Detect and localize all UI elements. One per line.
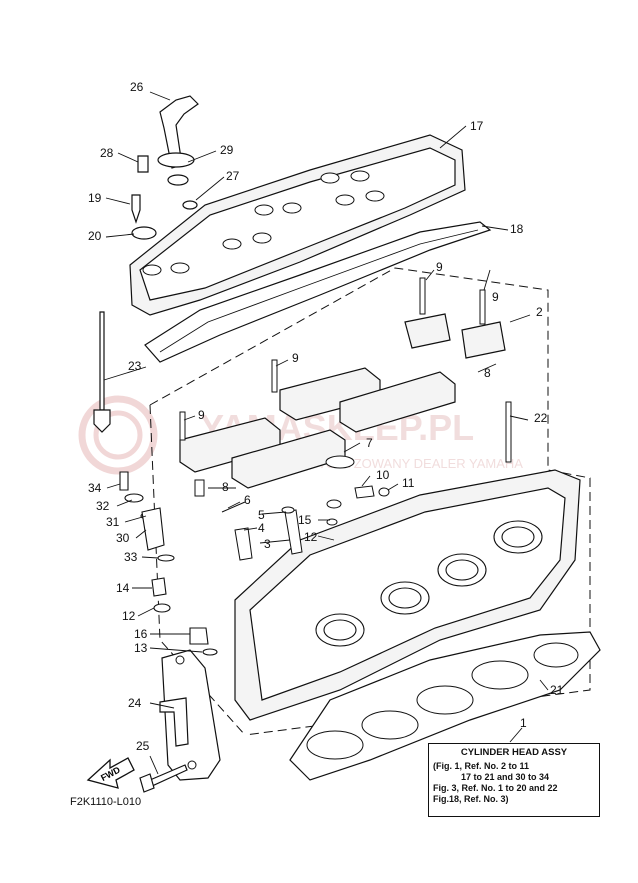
callout-27: 27 — [226, 169, 240, 183]
callout-21: 21 — [550, 683, 564, 697]
assembly-line-2: 17 to 21 and 30 to 34 — [461, 772, 550, 782]
callout-11: 11 — [402, 476, 415, 490]
callout-32: 32 — [96, 499, 110, 513]
assembly-number: 1 — [520, 716, 527, 730]
callout-8-a: 8 — [222, 480, 229, 494]
callout-33: 33 — [124, 550, 138, 564]
callout-12-b: 12 — [122, 609, 136, 623]
bracket-bolt — [139, 764, 188, 793]
assembly-title: CYLINDER HEAD ASSY — [460, 747, 568, 758]
assembly-line-1: (Fig. 1, Ref. No. 2 to 11 — [433, 761, 530, 771]
callout-numbers: 26 17 28 29 27 19 20 18 2 23 9 9 9 9 8 2… — [88, 80, 564, 753]
callout-3: 3 — [264, 537, 271, 551]
callout-24: 24 — [128, 696, 142, 710]
callout-8-b: 8 — [484, 366, 491, 380]
callout-34: 34 — [88, 481, 102, 495]
valve-components — [194, 455, 390, 561]
callout-9-c: 9 — [292, 351, 299, 365]
small-fasteners — [131, 155, 157, 240]
callout-2: 2 — [536, 305, 543, 319]
callout-26: 26 — [130, 80, 144, 94]
callout-28: 28 — [100, 146, 114, 160]
cylinder-head-block — [234, 469, 581, 721]
callout-15: 15 — [298, 513, 312, 527]
callout-19: 19 — [88, 191, 102, 205]
callout-17: 17 — [470, 119, 484, 133]
callout-4: 4 — [258, 521, 265, 535]
watermark-line2: AUTORYZOWANY DEALER YAMAHA — [300, 456, 523, 471]
callout-9-b: 9 — [492, 290, 499, 304]
callout-22: 22 — [534, 411, 548, 425]
callout-9-d: 9 — [198, 408, 205, 422]
callout-16: 16 — [134, 627, 148, 641]
assembly-line-4: Fig.18, Ref. No. 3) — [433, 794, 509, 804]
callout-20: 20 — [88, 229, 102, 243]
breather-hose — [157, 95, 199, 210]
fwd-arrow-icon: FWD — [86, 757, 135, 789]
callout-30: 30 — [116, 531, 130, 545]
callout-29: 29 — [220, 143, 234, 157]
callout-7: 7 — [366, 436, 373, 450]
callout-14: 14 — [116, 581, 130, 595]
head-gasket — [289, 631, 601, 781]
callout-18: 18 — [510, 222, 524, 236]
leader-lines — [103, 91, 549, 775]
callout-12-a: 12 — [304, 530, 318, 544]
cylinder-head-cover — [129, 134, 466, 316]
assembly-dashed-outline — [149, 267, 591, 736]
bracket-plate — [159, 649, 221, 781]
callout-9-a: 9 — [436, 260, 443, 274]
callout-31: 31 — [106, 515, 120, 529]
cap-bolts — [179, 277, 512, 463]
assembly-line-3: Fig. 3, Ref. No. 1 to 20 and 22 — [433, 783, 558, 793]
assembly-info-box: CYLINDER HEAD ASSY (Fig. 1, Ref. No. 2 t… — [428, 743, 600, 817]
callout-13: 13 — [134, 641, 148, 655]
figure-code: F2K1110-L010 — [70, 796, 142, 808]
camshaft-caps — [179, 313, 506, 489]
callout-23: 23 — [128, 359, 142, 373]
head-cover-gasket — [144, 221, 492, 363]
callout-25: 25 — [136, 739, 150, 753]
callout-10: 10 — [376, 468, 390, 482]
long-bolt — [93, 311, 111, 433]
callout-5: 5 — [258, 508, 265, 522]
callout-6: 6 — [244, 493, 251, 507]
